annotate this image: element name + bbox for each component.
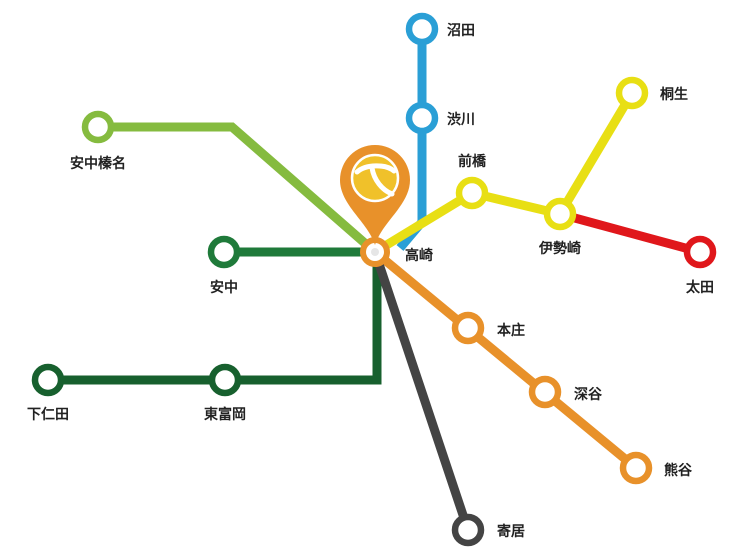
station-shibukawa[interactable] bbox=[405, 101, 439, 135]
label-shibukawa: 渋川 bbox=[447, 111, 475, 128]
line-kumagaya bbox=[372, 248, 639, 472]
label-ota: 太田 bbox=[686, 279, 714, 296]
station-isesaki[interactable] bbox=[543, 197, 577, 231]
label-tomioka: 東富岡 bbox=[204, 406, 246, 423]
label-annaka-haruna: 安中榛名 bbox=[70, 155, 126, 172]
label-shimonita: 下仁田 bbox=[27, 406, 69, 423]
label-isesaki: 伊勢崎 bbox=[538, 240, 581, 257]
line-shimonita bbox=[48, 252, 382, 385]
map-pin-icon bbox=[340, 145, 410, 245]
label-annaka: 安中 bbox=[210, 279, 238, 296]
line-ota bbox=[558, 209, 702, 257]
label-fukaya: 深谷 bbox=[574, 386, 603, 403]
station-tomioka[interactable] bbox=[208, 363, 242, 397]
station-annaka-haruna[interactable] bbox=[81, 110, 115, 144]
label-kumagaya: 熊谷 bbox=[664, 462, 693, 479]
station-fukaya[interactable] bbox=[528, 375, 562, 409]
line-numata bbox=[396, 30, 427, 251]
station-shimonita[interactable] bbox=[31, 363, 65, 397]
station-numata[interactable] bbox=[405, 12, 439, 46]
station-yorii[interactable] bbox=[451, 513, 485, 547]
label-yorii: 寄居 bbox=[497, 523, 525, 540]
station-honjo[interactable] bbox=[451, 311, 485, 345]
label-kiryu: 桐生 bbox=[660, 86, 688, 103]
label-takasaki: 高崎 bbox=[405, 247, 433, 264]
stations bbox=[31, 12, 717, 547]
lines bbox=[48, 30, 702, 532]
label-numata: 沼田 bbox=[447, 23, 475, 39]
station-kiryu[interactable] bbox=[615, 76, 649, 110]
hub-takasaki[interactable] bbox=[340, 145, 410, 267]
hub-center-dot bbox=[371, 248, 379, 256]
line-yorii bbox=[370, 250, 473, 532]
line-kiryu bbox=[372, 90, 636, 256]
station-ota[interactable] bbox=[683, 235, 717, 269]
label-maebashi: 前橋 bbox=[458, 153, 487, 170]
station-annaka[interactable] bbox=[207, 235, 241, 269]
station-maebashi[interactable] bbox=[455, 176, 489, 210]
line-annaka-haruna bbox=[100, 122, 378, 256]
station-kumagaya[interactable] bbox=[619, 451, 653, 485]
label-honjo: 本庄 bbox=[497, 322, 525, 339]
labels: 沼田 渋川 安中榛名 前橋 桐生 伊勢崎 太田 高崎 安中 本庄 深谷 熊谷 下… bbox=[27, 23, 714, 540]
